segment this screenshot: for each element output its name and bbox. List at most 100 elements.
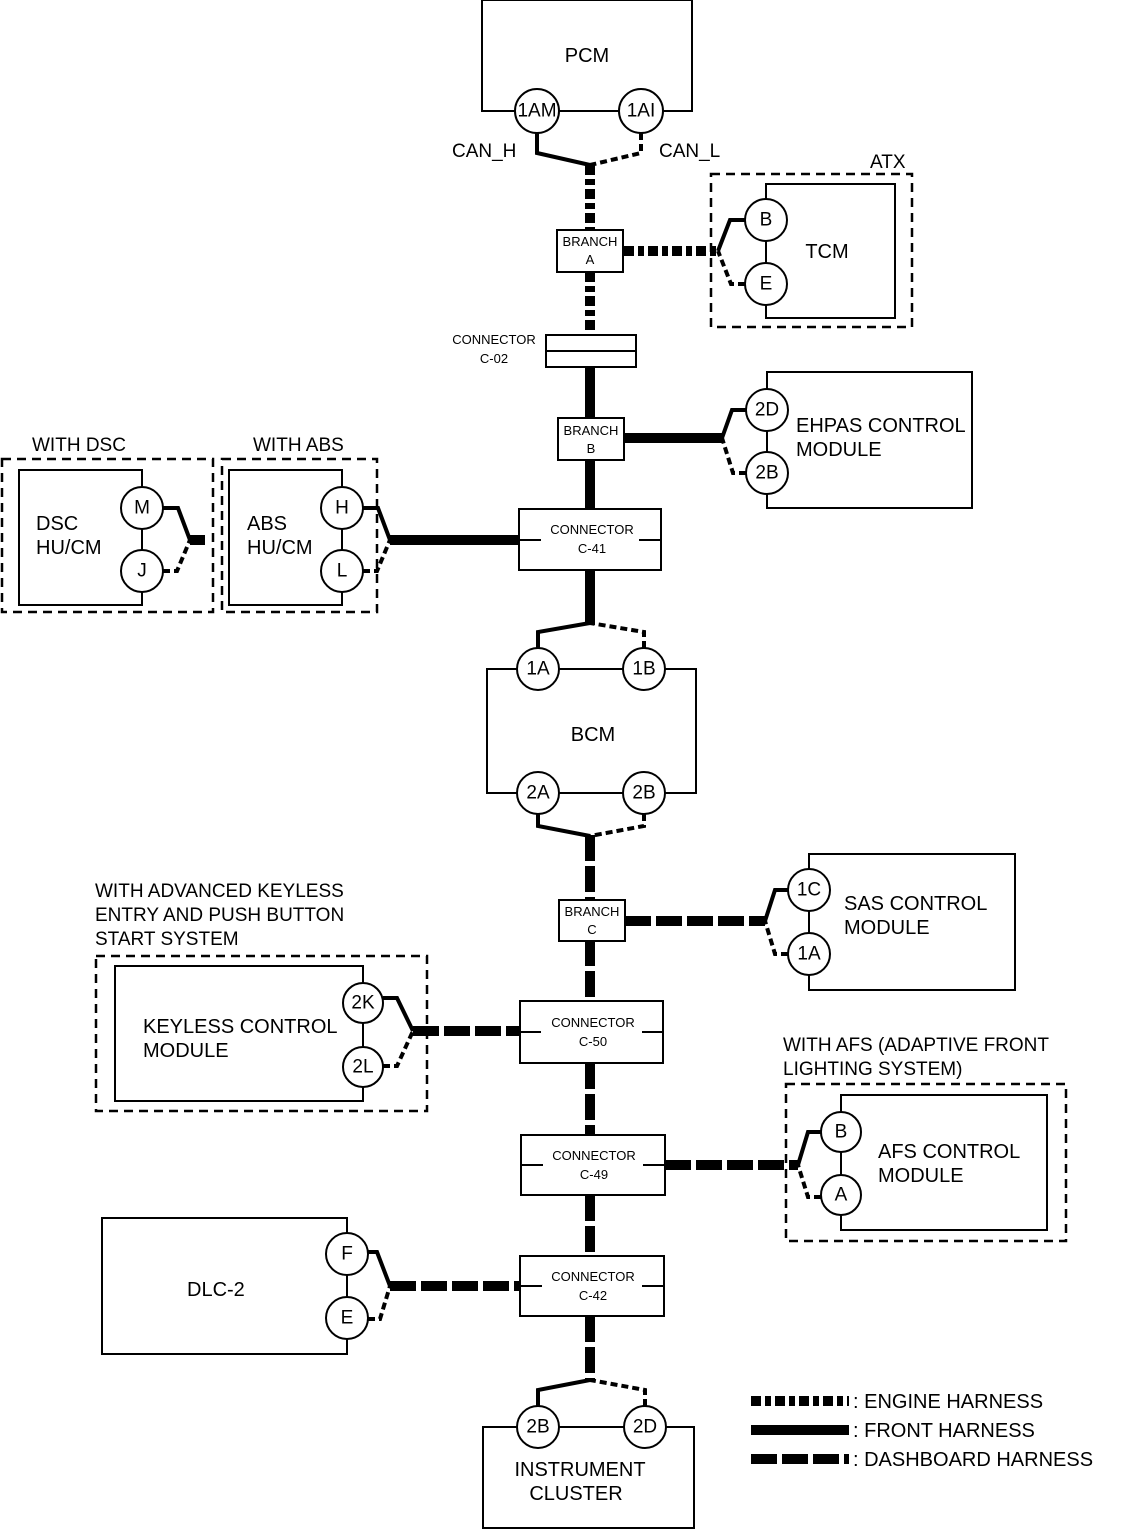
cluster-pin-2d-label: 2D <box>633 1417 657 1438</box>
bcm-module: BCM 1A 1B 2A 2B <box>486 621 697 838</box>
ehpas-pin-2b-label: 2B <box>755 463 778 484</box>
c50-label-1: CONNECTOR <box>551 1015 635 1030</box>
legend-dashboard-label: : DASHBOARD HARNESS <box>853 1449 1093 1471</box>
c49-label-2: C-49 <box>580 1167 608 1182</box>
afs-label-1: AFS CONTROL <box>878 1141 1020 1163</box>
dsc-pin-m-label: M <box>134 498 150 519</box>
keyless-label-1: KEYLESS CONTROL <box>143 1016 338 1038</box>
keyless-can-l-wire <box>383 1030 415 1068</box>
branch-b-label-2: B <box>587 441 596 456</box>
c50-label-2: C-50 <box>579 1034 607 1049</box>
afs-pin-b-label: B <box>835 1122 848 1143</box>
tcm-label: TCM <box>805 241 848 263</box>
abs-label-2: HU/CM <box>247 537 313 559</box>
tcm-pin-b-label: B <box>760 210 773 231</box>
connector-c02: CONNECTOR C-02 <box>452 332 637 368</box>
cluster-can-h-wire <box>536 1378 591 1406</box>
cluster-label-1: INSTRUMENT <box>514 1459 645 1481</box>
can-h-wire <box>535 133 591 167</box>
branch-c: BRANCH C <box>558 899 626 942</box>
sas-can-l-wire <box>763 920 788 956</box>
c41-label-1: CONNECTOR <box>550 522 634 537</box>
can-l-wire <box>589 133 643 167</box>
dsc-can-h-wire <box>163 506 192 541</box>
can-h-label: CAN_H <box>452 141 516 162</box>
abs-module: WITH ABS ABS HU/CM H L <box>220 435 392 614</box>
keyless-option-label-2: ENTRY AND PUSH BUTTON <box>95 905 344 926</box>
afs-module: WITH AFS (ADAPTIVE FRONT LIGHTING SYSTEM… <box>783 1035 1068 1243</box>
c02-label-2: C-02 <box>480 351 508 366</box>
afs-option-label-2: LIGHTING SYSTEM) <box>783 1059 962 1080</box>
ehpas-pin-2d-label: 2D <box>755 400 779 421</box>
abs-pin-h-label: H <box>335 498 349 519</box>
bcm-label: BCM <box>571 724 615 746</box>
dlc2-pin-e-label: E <box>341 1308 354 1329</box>
cluster-can-l-wire <box>589 1378 647 1406</box>
sas-module: SAS CONTROL MODULE 1C 1A <box>763 853 1016 991</box>
legend-engine-label: : ENGINE HARNESS <box>853 1391 1043 1413</box>
keyless-module: WITH ADVANCED KEYLESS ENTRY AND PUSH BUT… <box>94 881 429 1113</box>
dsc-option-label: WITH DSC <box>32 435 126 456</box>
branch-a: BRANCH A <box>556 229 624 273</box>
pin-1am-label: 1AM <box>517 101 556 122</box>
pcm-module: PCM 1AM 1AI CAN_H CAN_L <box>452 0 720 167</box>
bcm-1a-wire <box>536 621 591 648</box>
bcm-pin-1a-label: 1A <box>526 659 550 680</box>
ehpas-module: EHPAS CONTROL MODULE 2D 2B <box>720 371 973 509</box>
branch-c-label-2: C <box>587 922 596 937</box>
bcm-pin-2a-label: 2A <box>526 783 550 804</box>
legend: : ENGINE HARNESS : FRONT HARNESS : DASHB… <box>751 1391 1093 1471</box>
ehpas-label-1: EHPAS CONTROL <box>796 415 966 437</box>
can-l-label: CAN_L <box>659 141 720 162</box>
sas-label-2: MODULE <box>844 917 930 939</box>
connector-c49: CONNECTOR C-49 <box>520 1134 666 1196</box>
abs-can-l-wire <box>363 539 392 573</box>
abs-can-h-wire <box>363 506 392 541</box>
atx-option-box <box>709 172 914 329</box>
c49-label-1: CONNECTOR <box>552 1148 636 1163</box>
connector-c42: CONNECTOR C-42 <box>519 1255 665 1317</box>
ehpas-can-h-wire <box>720 408 746 439</box>
branch-a-label-1: BRANCH <box>563 234 618 249</box>
keyless-can-h-wire <box>383 996 415 1032</box>
tcm-can-h-wire <box>716 218 745 252</box>
sas-can-h-wire <box>763 888 788 922</box>
c42-label-1: CONNECTOR <box>551 1269 635 1284</box>
abs-option-box <box>220 457 379 614</box>
abs-label-1: ABS <box>247 513 287 535</box>
legend-front-label: : FRONT HARNESS <box>853 1420 1035 1442</box>
ehpas-label-2: MODULE <box>796 439 882 461</box>
afs-can-l-wire <box>796 1164 821 1199</box>
dsc-can-l-wire <box>163 539 192 573</box>
bcm-pin-1b-label: 1B <box>632 659 655 680</box>
dlc2-label: DLC-2 <box>187 1279 245 1301</box>
sas-pin-1c-label: 1C <box>797 880 821 901</box>
keyless-option-box <box>94 954 429 1113</box>
keyless-option-label-3: START SYSTEM <box>95 929 239 950</box>
dsc-label-1: DSC <box>36 513 78 535</box>
instrument-cluster-module: INSTRUMENT CLUSTER 2B 2D <box>482 1378 695 1529</box>
sas-label-1: SAS CONTROL <box>844 893 987 915</box>
connector-c50: CONNECTOR C-50 <box>519 1000 664 1064</box>
sas-pin-1a-label: 1A <box>797 944 821 965</box>
keyless-option-label-1: WITH ADVANCED KEYLESS <box>95 881 344 902</box>
afs-label-2: MODULE <box>878 1165 964 1187</box>
connector-c41: CONNECTOR C-41 <box>518 508 662 571</box>
keyless-pin-2l-label: 2L <box>352 1057 373 1078</box>
dlc2-pin-f-label: F <box>341 1244 353 1265</box>
c41-label-2: C-41 <box>578 541 606 556</box>
afs-can-h-wire <box>796 1130 821 1166</box>
afs-option-label-1: WITH AFS (ADAPTIVE FRONT <box>783 1035 1049 1056</box>
dlc2-module: DLC-2 F E <box>101 1217 392 1355</box>
branch-b: BRANCH B <box>557 417 625 461</box>
keyless-label-2: MODULE <box>143 1040 229 1062</box>
abs-option-label: WITH ABS <box>253 435 344 456</box>
dsc-label-2: HU/CM <box>36 537 102 559</box>
atx-option-label: ATX <box>870 152 906 173</box>
branch-b-label-1: BRANCH <box>564 423 619 438</box>
dsc-pin-j-label: J <box>137 561 147 582</box>
c02-label-1: CONNECTOR <box>452 332 536 347</box>
bcm-2a-wire <box>536 814 591 838</box>
cluster-label-2: CLUSTER <box>529 1483 622 1505</box>
dsc-module: WITH DSC DSC HU/CM M J <box>0 435 215 614</box>
